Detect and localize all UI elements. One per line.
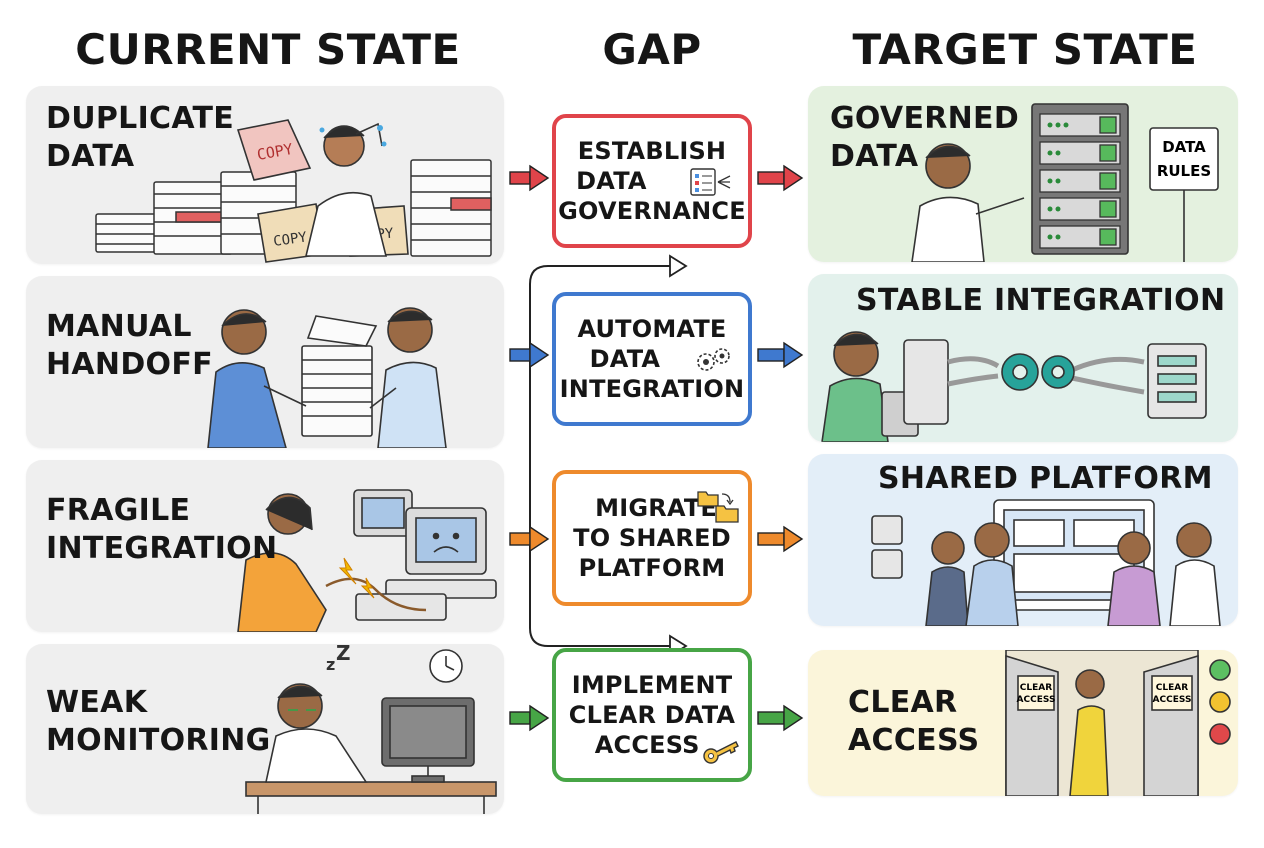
gap-1-line2: DATA xyxy=(576,167,647,195)
fragile-integration-line2: INTEGRATION xyxy=(46,531,278,566)
gap-text-1: ESTABLISH DATA GOVERNANCE xyxy=(558,136,746,226)
fragile-integration-label: FRAGILE INTEGRATION xyxy=(46,492,277,568)
data-rules-sign-line2: RULES xyxy=(1157,162,1211,180)
door-sign-right-line2: ACCESS xyxy=(1153,695,1192,705)
governed-data-label: GOVERNED DATA xyxy=(830,100,1019,176)
target-panel-stable-integration: STABLE INTEGRATION xyxy=(808,274,1238,442)
weak-monitoring-label: WEAK MONITORING xyxy=(46,684,271,760)
weak-monitoring-line2: MONITORING xyxy=(46,723,271,758)
broken-computers-illustration xyxy=(237,489,497,632)
gap-box-establish-governance: ESTABLISH DATA GOVERNANCE xyxy=(552,114,752,248)
key-icon xyxy=(703,741,739,764)
current-panel-fragile-integration: FRAGILE INTEGRATION xyxy=(26,460,504,632)
svg-text:z: z xyxy=(326,655,335,674)
gap-box-migrate-platform: MIGRATE TO SHARED PLATFORM xyxy=(552,470,752,606)
door-sign-right-line1: CLEAR xyxy=(1156,683,1188,693)
gap-box-automate-integration: AUTOMATE DATA INTEGRATION xyxy=(552,292,752,426)
arrow-current-to-gap-1 xyxy=(509,164,550,192)
paper-handoff-illustration xyxy=(207,307,447,448)
target-panel-governed-data: GOVERNED DATA xyxy=(808,86,1238,262)
arrow-current-to-gap-4 xyxy=(509,704,550,732)
fragile-integration-line1: FRAGILE xyxy=(46,493,191,528)
gap-text-4: IMPLEMENT CLEAR DATA ACCESS xyxy=(569,670,735,760)
duplicate-data-line2: DATA xyxy=(46,139,135,174)
stable-integration-label: STABLE INTEGRATION xyxy=(856,282,1225,320)
manual-handoff-line2: HANDOFF xyxy=(46,347,213,382)
checklist-icon xyxy=(690,168,731,196)
target-panel-clear-access: CLEAR ACCESS CLEAR ACCESS CLEAR ACCESS xyxy=(808,650,1238,796)
duplicate-files-illustration: COPY COPY COPY xyxy=(95,119,492,263)
arrow-gap-to-target-4 xyxy=(757,704,804,732)
sleeping-worker-illustration: z Z xyxy=(245,644,497,814)
current-panel-weak-monitoring: WEAK MONITORING z Z xyxy=(26,644,504,814)
gear-pipeline-illustration xyxy=(821,331,1207,442)
clear-access-line2: ACCESS xyxy=(848,723,980,758)
gap-4-line3: ACCESS xyxy=(594,731,700,759)
clear-access-label: CLEAR ACCESS xyxy=(848,684,979,760)
data-rules-sign-line1: DATA xyxy=(1162,138,1206,156)
arrow-gap-to-target-1 xyxy=(757,164,804,192)
team-dashboard-illustration xyxy=(871,499,1221,626)
copy-tag-2: COPY xyxy=(272,229,308,250)
arrow-gap-to-target-3 xyxy=(757,525,804,553)
weak-monitoring-line1: WEAK xyxy=(46,685,148,720)
gap-1-line3: GOVERNANCE xyxy=(558,197,746,225)
copy-tag-1: COPY xyxy=(256,140,295,164)
arrow-gap-to-target-2 xyxy=(757,341,804,369)
gap-box-clear-access: IMPLEMENT CLEAR DATA ACCESS xyxy=(552,648,752,782)
current-panel-manual-handoff: MANUAL HANDOFF xyxy=(26,276,504,448)
gap-3-line3: PLATFORM xyxy=(578,554,726,582)
shared-platform-label: SHARED PLATFORM xyxy=(878,460,1213,498)
current-state-heading: CURRENT STATE xyxy=(75,25,461,74)
server-rack-illustration: DATA RULES xyxy=(911,103,1219,262)
gap-4-line2: CLEAR DATA xyxy=(568,701,736,729)
arrow-current-to-gap-3 xyxy=(509,525,550,553)
target-state-heading: TARGET STATE xyxy=(852,25,1198,74)
governed-data-line2: DATA xyxy=(830,139,919,174)
shared-platform-line1: SHARED PLATFORM xyxy=(878,461,1213,496)
gap-1-line1: ESTABLISH xyxy=(577,137,727,165)
manual-handoff-line1: MANUAL xyxy=(46,309,192,344)
clear-access-line1: CLEAR xyxy=(848,685,958,720)
door-sign-left-line2: ACCESS xyxy=(1017,695,1056,705)
gap-2-line3: INTEGRATION xyxy=(559,375,745,403)
current-panel-duplicate-data: DUPLICATE DATA COPY COPY COPY xyxy=(26,86,504,264)
svg-text:Z: Z xyxy=(336,644,351,665)
open-door-illustration: CLEAR ACCESS CLEAR ACCESS xyxy=(1005,650,1231,796)
duplicate-data-line1: DUPLICATE xyxy=(46,101,235,136)
gears-icon xyxy=(697,348,730,371)
governed-data-line1: GOVERNED xyxy=(830,101,1020,136)
door-sign-left-line1: CLEAR xyxy=(1020,683,1052,693)
gap-3-line2: TO SHARED xyxy=(573,524,731,552)
gap-4-line1: IMPLEMENT xyxy=(571,671,733,699)
stable-integration-line1: STABLE INTEGRATION xyxy=(856,283,1226,318)
duplicate-data-label: DUPLICATE DATA xyxy=(46,100,234,176)
arrow-current-to-gap-2 xyxy=(509,341,550,369)
manual-handoff-label: MANUAL HANDOFF xyxy=(46,308,213,384)
gap-heading: GAP xyxy=(602,25,702,74)
folders-transfer-icon xyxy=(697,491,739,523)
target-panel-shared-platform: SHARED PLATFORM xyxy=(808,454,1238,626)
gap-2-line1: AUTOMATE xyxy=(577,315,727,343)
